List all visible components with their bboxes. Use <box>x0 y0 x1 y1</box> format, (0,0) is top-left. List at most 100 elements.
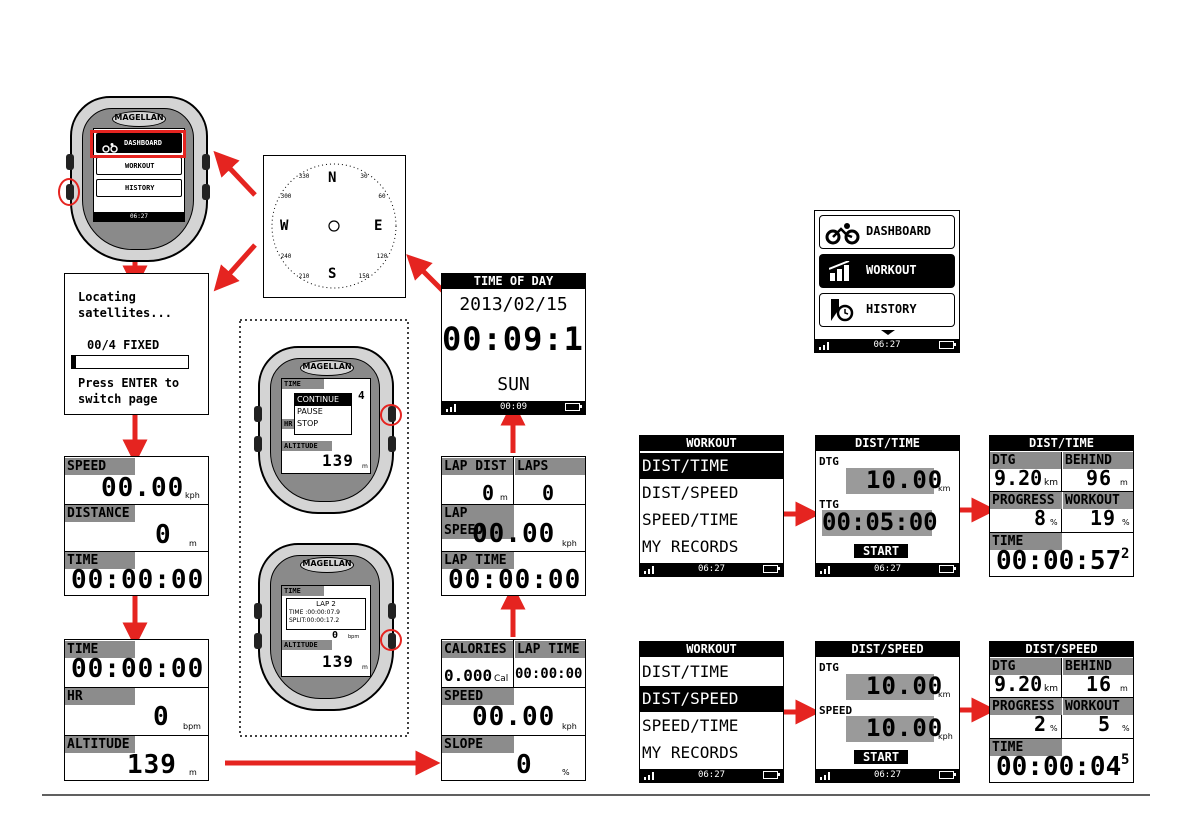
ttg-value[interactable]: 00:05:00 <box>822 508 938 536</box>
calories-value: 0.000 <box>444 666 493 685</box>
down-button[interactable] <box>202 184 210 200</box>
status-bar: 06:27 <box>640 563 783 576</box>
dtg-label: DTG <box>819 661 839 674</box>
compass-dial: 30 60 120 150 210 240 300 330 <box>271 163 397 289</box>
status-bar: 06:27 <box>816 563 959 576</box>
altitude-value: 139 <box>322 451 354 470</box>
dtg-label: DTG <box>990 452 1062 469</box>
fix-status: 00/4 FIXED <box>87 338 160 352</box>
option-continue[interactable]: CONTINUE <box>295 394 351 406</box>
workout-menu-screen: WORKOUT DIST/TIME DIST/SPEED SPEED/TIME … <box>639 435 784 577</box>
progress-label: PROGRESS <box>990 492 1062 509</box>
compass-north: N <box>328 170 337 186</box>
signal-icon <box>820 566 832 574</box>
deg-60: 60 <box>378 193 386 200</box>
menu-my-records[interactable]: MY RECORDS <box>642 743 739 762</box>
distance-value: 0 <box>155 520 172 550</box>
start-button[interactable]: START <box>854 750 908 764</box>
up-button[interactable] <box>202 154 210 170</box>
dist-time-run-screen: DIST/TIME DTG BEHIND 9.20 km 96 m PROGRE… <box>989 435 1134 577</box>
dtg-unit: km <box>938 484 951 493</box>
tod-time: 00:09:17 <box>442 320 585 358</box>
option-stop[interactable]: STOP <box>297 419 319 428</box>
battery-icon <box>939 771 956 779</box>
menu-dist-time[interactable]: DIST/TIME <box>642 662 729 681</box>
bike-icon <box>102 138 118 153</box>
lap-title: LAP 2 <box>316 600 336 608</box>
dtg-value: 9.20 <box>994 466 1043 490</box>
deg-120: 120 <box>377 253 388 260</box>
hr-label: HR <box>282 419 304 429</box>
lap-speed-value: 00.00 <box>472 519 556 549</box>
menu-dist-speed[interactable]: DIST/SPEED <box>640 686 783 712</box>
scroll-down-indicator <box>881 330 895 335</box>
workout-chart-icon <box>828 260 855 285</box>
deg-330: 330 <box>299 173 310 180</box>
enter-button[interactable] <box>254 633 262 649</box>
hr-value: 0 <box>332 630 339 641</box>
menu-speed-time[interactable]: SPEED/TIME <box>642 510 739 529</box>
time-tenths: 5 <box>1121 752 1130 768</box>
up-highlight-circle <box>380 404 402 426</box>
workout-label: WORKOUT <box>1063 698 1133 715</box>
locating-screen: Locating satellites... 00/4 FIXED Press … <box>64 273 209 415</box>
calories-screen: CALORIES LAP TIME 0.000 Cal 00:00:00 SPE… <box>441 639 586 781</box>
locating-line2: satellites... <box>78 306 172 320</box>
start-button[interactable]: START <box>854 544 908 558</box>
dtg-unit: km <box>1044 478 1058 488</box>
arrow-compass-to-locating <box>213 243 257 292</box>
hr-unit: bpm <box>348 634 360 640</box>
lap-screen: LAP DIST LAPS 0 m 0 LAP SPEED 00.00 kph … <box>441 456 586 596</box>
lap-speed-unit: kph <box>562 539 577 548</box>
menu-item-dashboard[interactable]: DASHBOARD <box>819 215 955 249</box>
up-button[interactable] <box>388 603 396 619</box>
menu-dist-speed[interactable]: DIST/SPEED <box>642 483 739 502</box>
dtg-value[interactable]: 10.00 <box>866 466 944 494</box>
popup-group-dotted-frame <box>239 319 409 737</box>
deg-150: 150 <box>359 273 370 280</box>
hidden-digit: 4 <box>358 389 365 402</box>
slope-value: 0 <box>516 750 533 780</box>
workout-unit: % <box>1122 518 1130 527</box>
speed-label: SPEED <box>442 688 514 705</box>
time-value: 00:00:00 <box>71 565 205 595</box>
signal-icon <box>644 772 656 780</box>
dtg-value: 9.20 <box>994 672 1043 696</box>
tod-date: 2013/02/15 <box>459 294 568 315</box>
device-screen: TIME LAP 2 TIME :00:00:07.9 SPLIT:00:00:… <box>281 585 371 677</box>
enter-button[interactable] <box>254 436 262 452</box>
time-of-day-screen: TIME OF DAY 2013/02/15 00:09:17 SUN 00:0… <box>441 273 586 415</box>
deg-210: 210 <box>299 273 310 280</box>
time-hr-altitude-screen: TIME 00:00:00 HR 0 bpm ALTITUDE 139 m <box>64 639 209 781</box>
brand-logo: MAGELLAN <box>300 557 354 573</box>
menu-speed-time[interactable]: SPEED/TIME <box>642 716 739 735</box>
device-lap-popup: MAGELLAN TIME LAP 2 TIME :00:00:07.9 SPL… <box>254 543 402 711</box>
back-button[interactable] <box>66 154 74 170</box>
menu-item-history[interactable]: HISTORY <box>819 293 955 327</box>
behind-unit: m <box>1120 684 1128 693</box>
option-pause[interactable]: PAUSE <box>297 407 323 416</box>
menu-item-workout[interactable]: WORKOUT <box>96 157 182 175</box>
hr-unit: bpm <box>183 722 201 731</box>
speed-value: 00.00 <box>472 702 556 732</box>
compass-panel: 30 60 120 150 210 240 300 330 N E S W <box>263 155 406 298</box>
dtg-value[interactable]: 10.00 <box>866 672 944 700</box>
slope-unit: % <box>562 768 570 777</box>
speed-label: SPEED <box>819 704 853 717</box>
back-button[interactable] <box>254 406 262 422</box>
altitude-label: ALTITUDE <box>65 736 135 753</box>
back-button[interactable] <box>254 603 262 619</box>
lap-info-box: LAP 2 TIME :00:00:07.9 SPLIT:00:00:17.2 <box>286 598 366 630</box>
down-button[interactable] <box>388 436 396 452</box>
menu-dist-time[interactable]: DIST/TIME <box>640 453 783 479</box>
menu-item-history[interactable]: HISTORY <box>96 179 182 197</box>
menu-my-records[interactable]: MY RECORDS <box>642 537 739 556</box>
enter-highlight-circle <box>58 178 80 206</box>
dist-time-run-header: DIST/TIME <box>990 436 1133 451</box>
speed-value[interactable]: 10.00 <box>866 714 944 742</box>
compass-east: E <box>374 218 383 234</box>
dist-time-setup-screen: DIST/TIME DTG 10.00 km TTG 00:05:00 STAR… <box>815 435 960 577</box>
menu-item-workout[interactable]: WORKOUT <box>819 254 955 288</box>
lap-dist-unit: m <box>500 493 508 502</box>
